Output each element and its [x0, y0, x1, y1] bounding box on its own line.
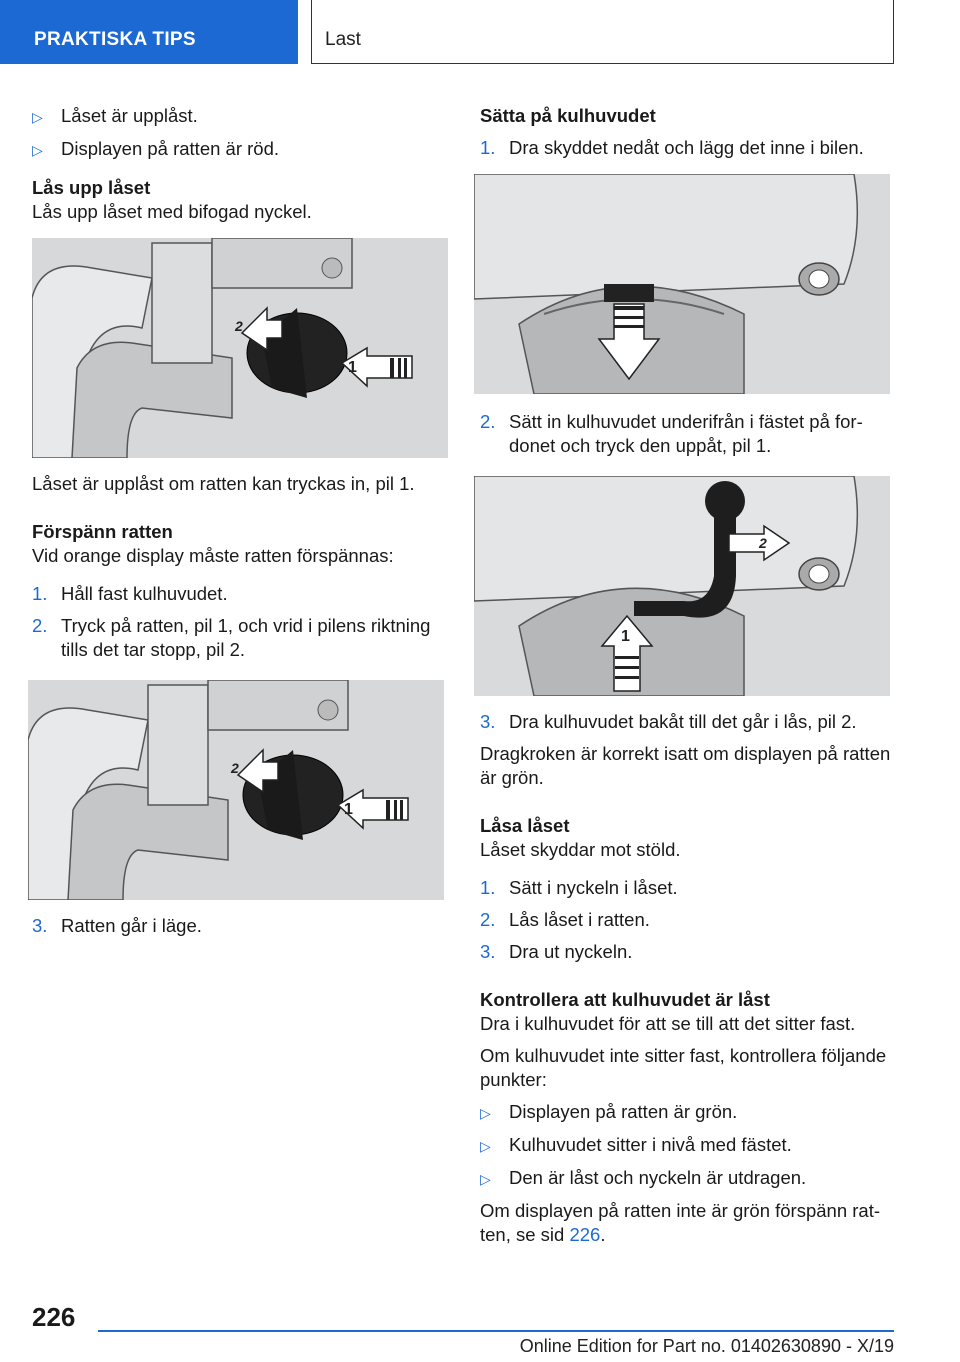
- step-item: 1. Håll fast kulhuvudet.: [32, 583, 228, 604]
- step-item: 1. Sätt i nyckeln i låset.: [480, 877, 678, 898]
- chapter-box: Last: [311, 0, 894, 64]
- footer-divider: [98, 1330, 894, 1332]
- bullet-item: ▷ Kulhuvudet sitter i nivå med fästet.: [480, 1133, 892, 1158]
- check-text-1: Dra i kulhuvudet för att se till att det…: [480, 1013, 856, 1034]
- arrow-label-1: 1: [621, 628, 630, 645]
- triangle-bullet-icon: ▷: [480, 1171, 491, 1187]
- arrow-label-2: 2: [758, 535, 767, 551]
- check-heading: Kontrollera att kulhuvudet är låst: [480, 989, 770, 1010]
- figure-cover-down: [474, 174, 890, 394]
- step-item: 2. Lås låset i ratten.: [480, 909, 650, 930]
- figure-unlock-knob: 2 1: [32, 238, 448, 458]
- triangle-bullet-icon: ▷: [32, 109, 43, 125]
- bullet-item: ▷ Låset är upplåst.: [32, 104, 448, 129]
- step-item: 3. Ratten går i läge.: [32, 915, 202, 936]
- final-text: Om displayen på ratten inte är grön förs…: [480, 1200, 881, 1245]
- step-item: 3. Dra ut nyckeln.: [480, 941, 633, 962]
- tension-heading: Förspänn ratten: [32, 521, 173, 542]
- unlock-heading: Lås upp låset: [32, 177, 151, 198]
- chapter-title: Last: [325, 29, 361, 50]
- step-item: 2. Sätt in kulhuvudet underifrån i fäste…: [480, 411, 863, 456]
- step-item: 1. Dra skyddet nedåt och lägg det inne i…: [480, 137, 864, 158]
- figure-insert-ball-head: 2 1: [474, 476, 890, 696]
- unlock-text: Lås upp låset med bifogad nyckel.: [32, 201, 312, 222]
- lock-heading: Låsa låset: [480, 815, 570, 836]
- lock-text: Låset skyddar mot stöld.: [480, 839, 681, 860]
- right-column: Sätta på kulhuvudet 1. Dra skyddet nedåt…: [474, 104, 892, 1247]
- step-item: 2. Tryck på ratten, pil 1, och vrid i pi…: [32, 615, 431, 660]
- triangle-bullet-icon: ▷: [480, 1138, 491, 1154]
- bullet-item: ▷ Displayen på ratten är röd.: [32, 137, 448, 162]
- step-item: 3. Dra kulhuvudet bakåt till det går i l…: [480, 711, 857, 732]
- triangle-bullet-icon: ▷: [480, 1105, 491, 1121]
- arrow-label-2: 2: [230, 760, 239, 776]
- arrow-label-1: 1: [348, 359, 357, 376]
- page-reference-link[interactable]: 226: [569, 1224, 601, 1245]
- tension-text: Vid orange display måste ratten förspänn…: [32, 545, 394, 566]
- left-column: ▷ Låset är upplåst. ▷ Displayen på ratte…: [28, 104, 448, 946]
- page-number: 226: [32, 1302, 76, 1332]
- section-tab: PRAKTISKA TIPS: [0, 0, 298, 64]
- figure-tension-knob: 2 1: [28, 680, 444, 900]
- correct-text: Dragkroken är korrekt isatt om displayen…: [480, 743, 891, 788]
- arrow-label-2: 2: [234, 318, 243, 334]
- edition-text: Online Edition for Part no. 01402630890 …: [519, 1336, 894, 1356]
- check-text-2: Om kulhuvudet inte sitter fast, kontroll…: [480, 1045, 887, 1090]
- bullet-item: ▷ Den är låst och nyckeln är utdragen.: [480, 1166, 892, 1191]
- arrow-label-1: 1: [344, 801, 353, 818]
- figure-caption: Låset är upplåst om ratten kan tryckas i…: [32, 473, 415, 494]
- mount-heading: Sätta på kulhuvudet: [480, 105, 656, 126]
- bullet-item: ▷ Displayen på ratten är grön.: [480, 1100, 892, 1125]
- section-title: PRAKTISKA TIPS: [34, 29, 196, 50]
- triangle-bullet-icon: ▷: [32, 142, 43, 158]
